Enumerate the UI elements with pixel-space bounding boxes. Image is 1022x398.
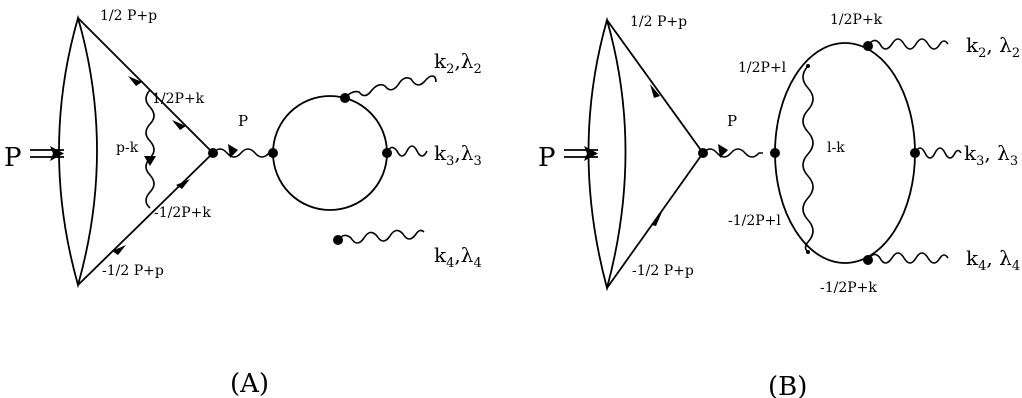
diagram-b-label-top-outer: 1/2 P+p (630, 14, 687, 30)
diagram-a-label-top-outer: 1/2 P+p (100, 8, 157, 24)
diagram-b-photon-propagator (702, 148, 763, 158)
diagram-b-label-loop-bottom: -1/2P+k (820, 280, 877, 296)
diagram-b-photon-k2 (867, 38, 949, 50)
diagram-b-incoming-line (564, 146, 598, 161)
svg-text:k4, λ4: k4, λ4 (966, 246, 1020, 274)
diagram-a-label-top-inner: 1/2P+k (152, 91, 205, 107)
diagram-a-fermion-bottom (77, 152, 214, 286)
diagram-b-photon-k4 (867, 252, 949, 264)
diagram-a-label-bottom-inner: -1/2P+k (154, 205, 211, 221)
diagram-b-caption: (B) (768, 372, 807, 398)
diagram-b-arrow-bottom (652, 212, 662, 226)
svg-text:k2,λ2: k2,λ2 (434, 49, 482, 77)
svg-text:k2, λ2: k2, λ2 (966, 33, 1020, 61)
diagram-a-arrow-top-inner (172, 120, 186, 130)
diagram-a-arrow-top-outer (128, 76, 142, 86)
diagram-a-loop-vertex-left (268, 148, 278, 158)
diagram-a-photon-k4-label: k4,λ4 (434, 243, 482, 271)
diagram-a-incoming-label: P (4, 143, 22, 173)
diagram-a-gluon-exchange (145, 89, 155, 209)
diagram-b-label-bottom-outer: -1/2 P+p (632, 263, 694, 279)
diagram-a-photon-k3-label: k3,λ3 (434, 141, 482, 169)
diagram-a-arrow-bottom-outer (112, 245, 126, 255)
diagram-b-fermion-top (606, 19, 704, 154)
diagram-a-fermion-loop (272, 95, 388, 211)
svg-text:k3, λ3: k3, λ3 (964, 141, 1018, 169)
diagram-b-label-loop-bottom-left: -1/2P+l (728, 213, 781, 229)
diagram-b-photon-k3 (914, 147, 962, 159)
diagram-a-arrow-bottom-inner (176, 179, 190, 189)
diagram-a-fermion-top (77, 17, 214, 154)
diagram-b-gluon-exchange (802, 65, 814, 253)
diagram-a-bound-state-lens (58, 14, 98, 289)
diagram-b-photon-k3-label: k3, λ3 (964, 141, 1018, 169)
diagram-a-gluon-arrow (144, 156, 156, 166)
diagram-b-arrow-top (650, 84, 660, 98)
diagram-a-photon-k2-label: k2,λ2 (434, 49, 482, 77)
diagram-b-label-loop-exchange: l-k (827, 140, 845, 156)
diagram-a-photon-k2 (344, 75, 437, 99)
diagram-a-label-bottom-outer: -1/2 P+p (102, 263, 164, 279)
diagram-b-fermion-bottom (606, 152, 704, 289)
diagram-a-photon-k3 (386, 145, 428, 157)
diagram-a-caption: (A) (230, 369, 269, 398)
diagram-b-fermion-loop (774, 42, 916, 264)
diagram-b-incoming-label: P (538, 143, 556, 173)
diagram-a-photon-k4 (337, 229, 425, 244)
svg-text:k3,λ3: k3,λ3 (434, 141, 482, 169)
diagram-b-label-loop-top: 1/2P+k (830, 12, 883, 28)
diagram-b: P 1/2 P+p -1/2 P+p P 1/2P+l -1/2P+l l-k … (538, 12, 1020, 398)
diagram-b-loop-vertex-left (770, 148, 780, 158)
diagram-b-photon-k2-label: k2, λ2 (966, 33, 1020, 61)
svg-text:k4,λ4: k4,λ4 (434, 243, 482, 271)
diagram-b-photon-k4-label: k4, λ4 (966, 246, 1020, 274)
diagram-a-photon-propagator (212, 148, 273, 158)
diagram-a-label-propagator: P (238, 112, 248, 130)
diagram-b-label-propagator: P (727, 112, 737, 130)
diagram-b-label-loop-top-left: 1/2P+l (738, 60, 787, 76)
diagram-a: P 1/2 P+p 1/2P+k p-k -1/2P+k -1/ (4, 8, 482, 398)
diagram-a-label-exchange: p-k (116, 140, 139, 156)
